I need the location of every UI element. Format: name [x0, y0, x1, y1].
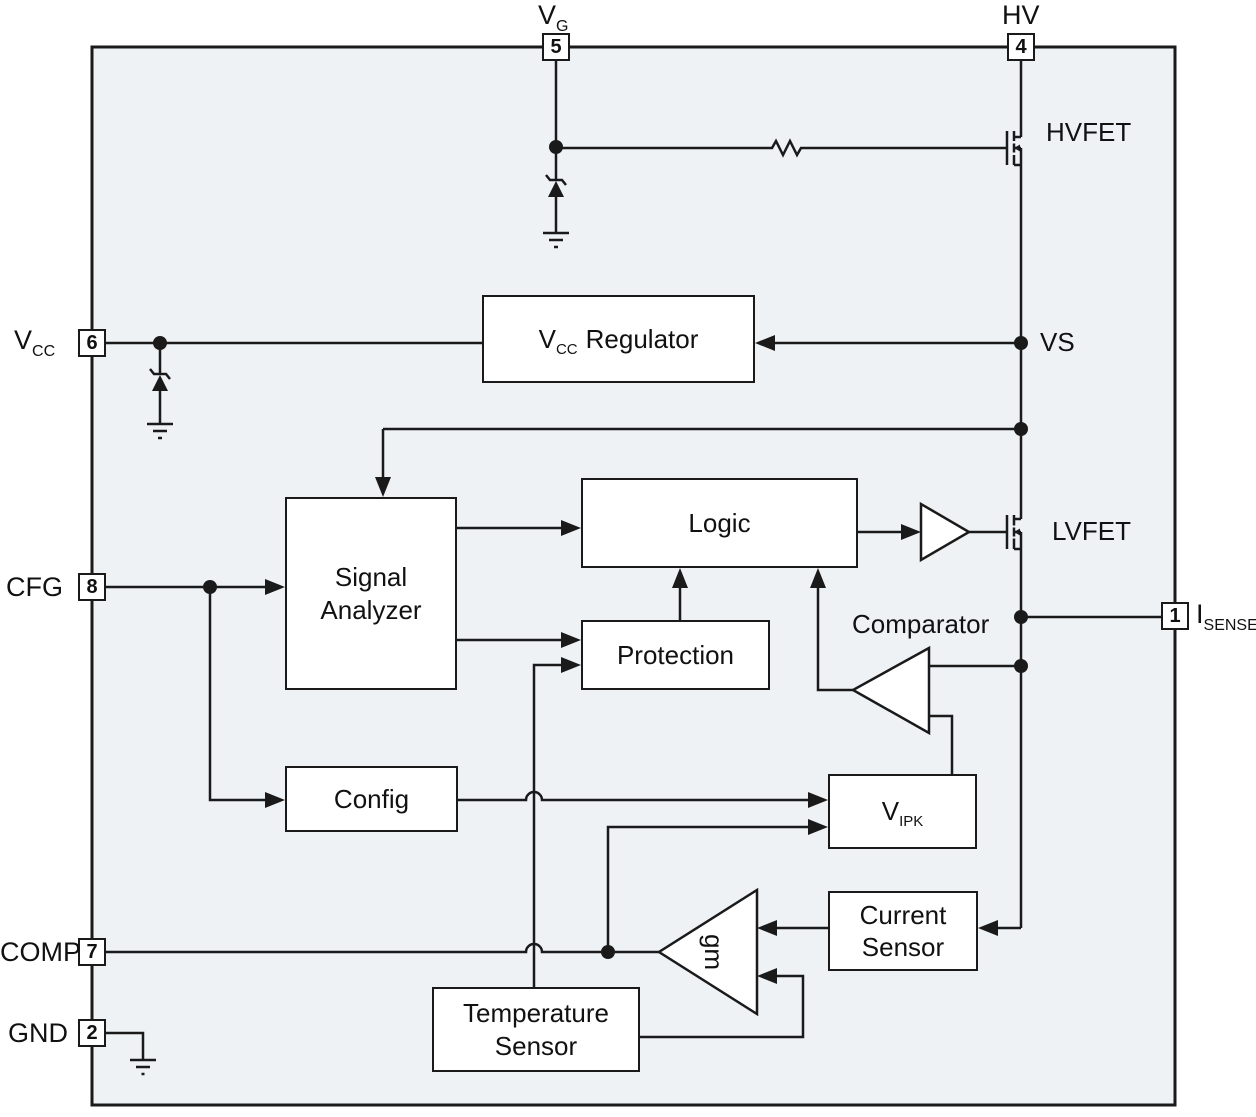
pin-7-comp: 7 — [78, 938, 106, 966]
label-hvfet: HVFET — [1046, 117, 1132, 147]
wire-comp-to-vipk — [606, 825, 808, 952]
arrow-into-logic-left — [561, 520, 581, 536]
amplifiers — [656, 501, 972, 1017]
wire-comparator-to-logic — [816, 588, 853, 692]
arrow-into-vipk-2 — [808, 819, 828, 835]
pin-label-gnd: GND — [8, 1018, 68, 1048]
arrow-into-sa-left — [265, 579, 285, 595]
block-current-sensor: Current Sensor — [828, 891, 978, 971]
arrowheads — [152, 144, 1020, 984]
pin-label-vcc: VCC — [14, 325, 56, 360]
pin-label-hv: HV — [1002, 0, 1040, 30]
pin-5-vg: 5 — [542, 33, 570, 61]
zener1-triangle — [548, 181, 564, 197]
pin-label-cfg: CFG — [6, 572, 63, 602]
arrow-into-vipk-1 — [808, 792, 828, 808]
zener2-triangle — [152, 375, 168, 391]
wire-comp-row — [106, 942, 659, 954]
comparator-triangle — [850, 645, 931, 736]
ground-symbol-3 — [130, 1058, 156, 1076]
ic-boundary — [90, 45, 1177, 1107]
junction-dots — [153, 140, 1028, 959]
pin-label-comp: COMP — [0, 937, 81, 967]
arrow-into-protection-1 — [561, 632, 581, 648]
nets — [106, 61, 1161, 1076]
wire-vs-to-signal-analyzer — [381, 427, 1021, 477]
arrow-into-protection-2 — [561, 657, 581, 673]
zener2-bar — [149, 368, 171, 380]
arrow-into-regulator — [755, 335, 775, 351]
pin-8-cfg: 8 — [78, 573, 106, 601]
pin-6-vcc: 6 — [78, 329, 106, 357]
pin-1-isense: 1 — [1161, 602, 1189, 630]
wire-tempsensor-to-gm — [640, 974, 805, 1039]
wire-cfg-to-config — [208, 587, 265, 802]
block-config: Config — [285, 766, 458, 832]
block-protection: Protection — [581, 620, 770, 690]
gm-amp-triangle — [656, 887, 759, 1017]
label-comparator: Comparator — [852, 609, 990, 639]
pin-4-hv: 4 — [1007, 33, 1035, 61]
block-temperature-sensor: Temperature Sensor — [432, 987, 640, 1072]
pin-label-isense: ISENSE — [1196, 599, 1256, 634]
block-signal-analyzer: Signal Analyzer — [285, 497, 457, 690]
ground-symbol-2 — [147, 422, 173, 440]
pin-2-gnd: 2 — [78, 1019, 106, 1047]
wire-gnd — [106, 1031, 145, 1060]
label-lvfet: LVFET — [1052, 516, 1131, 546]
wire-temp-to-protection — [532, 663, 561, 987]
block-logic: Logic — [581, 478, 858, 568]
zener1-bar — [545, 174, 567, 186]
label-vs: VS — [1040, 327, 1075, 357]
arrow-into-currsensor — [978, 920, 998, 936]
label-gm: gm — [699, 933, 730, 971]
arrow-into-buffer — [901, 524, 921, 540]
arrow-into-sa-top — [375, 477, 391, 497]
wire-comparator-ref — [929, 714, 954, 774]
hvfet-body-arrow — [1014, 144, 1020, 152]
arrow-into-gm-2 — [757, 968, 777, 984]
arrow-protection-to-logic — [672, 568, 688, 588]
ground-symbol-1 — [543, 231, 569, 249]
wire-vg-resistor-gate — [556, 138, 1007, 158]
arrow-into-gm-1 — [757, 920, 777, 936]
arrow-into-config — [265, 792, 285, 808]
arrow-comparator-to-logic — [810, 568, 826, 588]
pin-label-vg: VG — [538, 0, 569, 35]
lvfet-body-arrow — [1014, 528, 1020, 536]
